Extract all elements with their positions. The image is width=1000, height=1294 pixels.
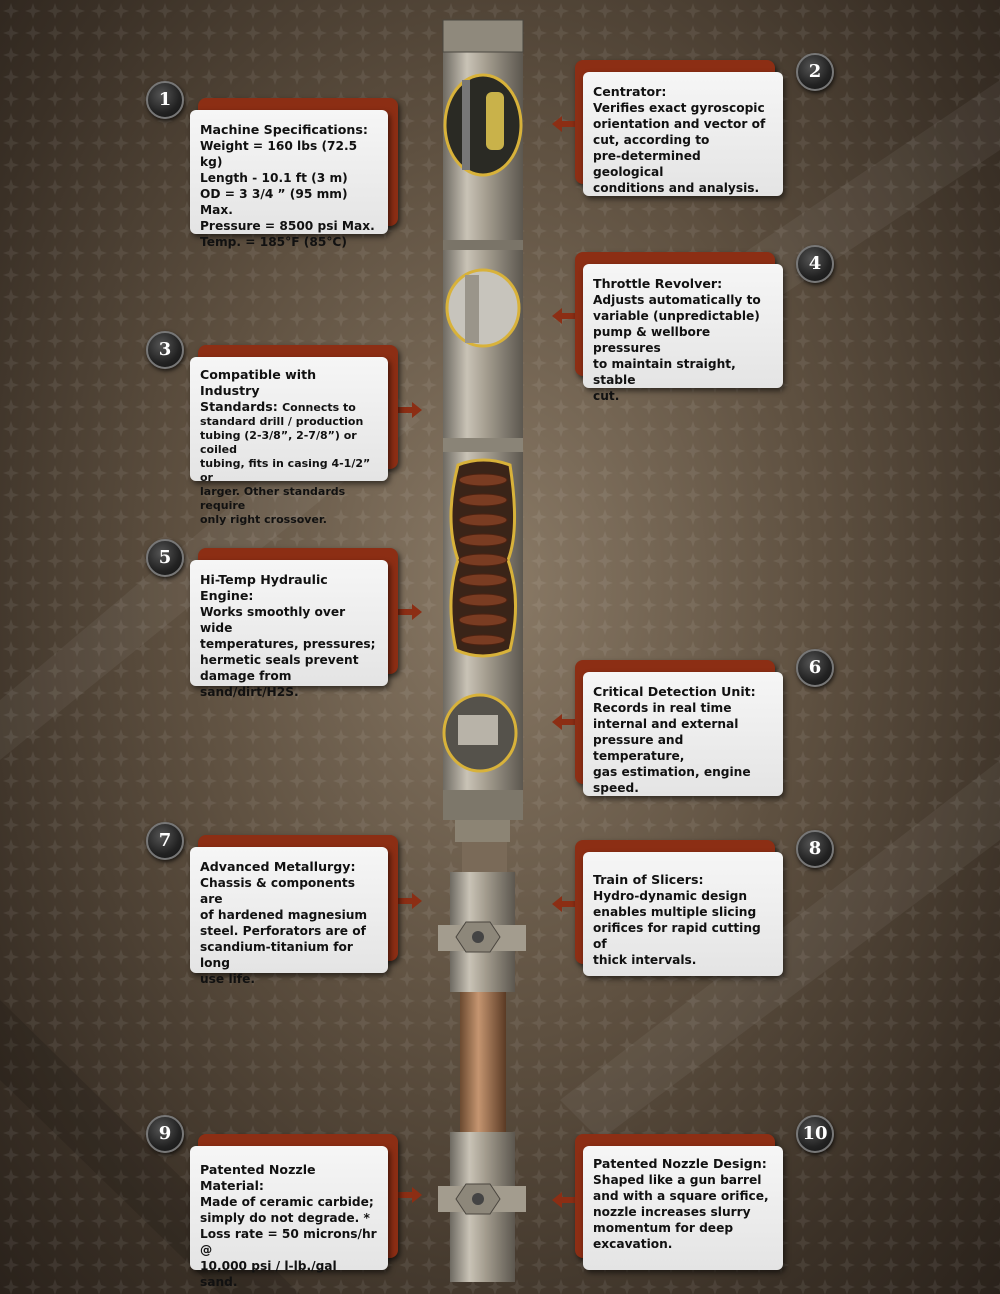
callout-line: excavation. [593,1237,673,1251]
callout-compatible-standards: Compatible with Industry Standards: Conn… [190,345,398,526]
badge-6: 6 [796,649,834,687]
badge-10: 10 [796,1115,834,1153]
callout-line: gas estimation, engine [593,765,751,779]
centrator-window [443,73,523,177]
callout-hydraulic-engine: Hi-Temp Hydraulic Engine: Works smoothly… [190,548,398,699]
badge-5: 5 [146,539,184,577]
callout-line: simply do not degrade. * [200,1211,370,1225]
badge-4: 4 [796,245,834,283]
arrow-9 [396,1187,422,1203]
callout-title: Centrator: [593,84,667,99]
callout-line: Shaped like a gun barrel [593,1173,762,1187]
callout-line: hermetic seals prevent [200,653,359,667]
callout-line: Temp. = 185°F (85°C) [200,235,347,249]
callout-line: pump & wellbore pressures [593,325,711,355]
callout-line: Adjusts automatically to [593,293,761,307]
callout-line: to maintain straight, stable [593,357,736,387]
callout-title-cont: Standards: [200,399,278,414]
callout-title: Critical Detection Unit: [593,684,756,699]
arrow-5 [396,604,422,620]
callout-line: Hydro-dynamic design [593,889,748,903]
callout-line: 10,000 psi / l-lb./gal sand. [200,1259,337,1289]
callout-line: Records in real time [593,701,732,715]
throttle-window [445,268,521,348]
callout-train-of-slicers: Train of Slicers: Hydro-dynamic design e… [575,840,785,978]
top-collar [442,19,524,53]
callout-line: conditions and analysis. [593,181,760,195]
callout-title: Machine Specifications: [200,122,368,137]
arrow-6 [552,714,578,730]
arrow-8 [552,896,578,912]
badge-1: 1 [146,81,184,119]
callout-line: cut. [593,389,620,403]
callout-advanced-metallurgy: Advanced Metallurgy: Chassis & component… [190,835,398,986]
callout-line: and with a square orifice, [593,1189,769,1203]
callout-line: thick intervals. [593,953,697,967]
callout-nozzle-material: Patented Nozzle Material: Made of cerami… [190,1134,398,1289]
callout-line: temperatures, pressures; [200,637,376,651]
badge-3: 3 [146,331,184,369]
arrow-7 [396,893,422,909]
threaded-pin [455,820,510,842]
callout-centrator: Centrator: Verifies exact gyroscopic ori… [575,60,785,198]
callout-title: Patented Nozzle Material: [200,1162,316,1193]
callout-line: damage from sand/dirt/H2S. [200,669,299,699]
callout-line: use life. [200,972,255,986]
callout-title: Advanced Metallurgy: [200,859,356,874]
badge-9: 9 [146,1115,184,1153]
callout-line: orientation and vector of [593,117,766,131]
callout-line: Pressure = 8500 psi Max. [200,219,375,233]
callout-title: Patented Nozzle Design: [593,1156,767,1171]
arrow-10 [552,1192,578,1208]
callout-title: Train of Slicers: [593,872,704,887]
callout-line: Verifies exact gyroscopic [593,101,765,115]
callout-throttle-revolver: Throttle Revolver: Adjusts automatically… [575,252,785,403]
callout-line: standard drill / production [200,415,364,428]
callout-line: nozzle increases slurry [593,1205,751,1219]
callout-line: momentum for deep [593,1221,734,1235]
callout-title: Hi-Temp Hydraulic [200,572,328,587]
callout-critical-detection-unit: Critical Detection Unit: Records in real… [575,660,785,798]
callout-title: Compatible with Industry [200,367,317,398]
callout-line: OD = 3 3/4 ” (95 mm) Max. [200,187,348,217]
arrow-4 [552,308,578,324]
callout-line: cut, according to [593,133,710,147]
callout-line: Length - 10.1 ft (3 m) [200,171,348,185]
callout-title: Throttle Revolver: [593,276,723,291]
callout-nozzle-design: Patented Nozzle Design: Shaped like a gu… [575,1134,785,1272]
callout-inline-text: Connects to [282,401,356,414]
callout-line: enables multiple slicing [593,905,757,919]
badge-8: 8 [796,830,834,868]
copper-pipe [460,992,506,1132]
callout-line: tubing (2-3/8”, 2-7/8”) or coiled [200,429,357,456]
callout-line: tubing, fits in casing 4-1/2” or [200,457,371,484]
callout-machine-specifications: Machine Specifications: Weight = 160 lbs… [190,98,398,249]
callout-line: Weight = 160 lbs (72.5 kg) [200,139,358,169]
callout-line: orifices for rapid cutting of [593,921,761,951]
callout-line: steel. Perforators are of [200,924,366,938]
callout-line: Works smoothly over wide [200,605,346,635]
callout-line: speed. [593,781,639,795]
callout-line: larger. Other standards require [200,485,346,512]
arrow-2 [552,116,578,132]
callout-line: pre-determined geological [593,149,701,179]
arrow-3 [396,402,422,418]
badge-7: 7 [146,822,184,860]
callout-title-cont: Engine: [200,588,254,603]
callout-line: only right crossover. [200,513,327,526]
callout-line: Chassis & components are [200,876,355,906]
callout-line: of hardened magnesium [200,908,368,922]
callout-line: internal and external [593,717,739,731]
badge-2: 2 [796,53,834,91]
callout-line: Made of ceramic carbide; [200,1195,374,1209]
callout-line: pressure and temperature, [593,733,685,763]
callout-line: scandium-titanium for long [200,940,353,970]
callout-line: Loss rate = 50 microns/hr @ [200,1227,377,1257]
callout-line: variable (unpredictable) [593,309,760,323]
